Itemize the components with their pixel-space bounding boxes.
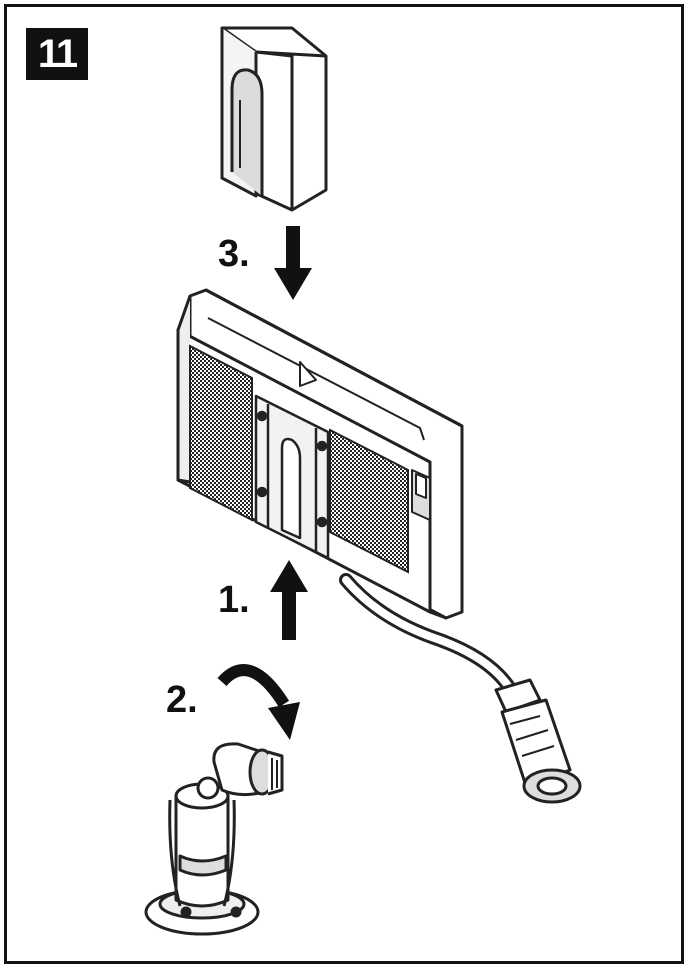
arrow-up-icon — [270, 560, 308, 640]
power-cable — [339, 573, 523, 707]
step-2-label: 2. — [166, 679, 198, 721]
step-number-badge: 11 — [26, 28, 88, 80]
step-3-label: 3. — [218, 233, 250, 275]
suction-mount — [144, 742, 284, 936]
right-vent-grille — [329, 428, 409, 574]
mounting-rail — [254, 394, 330, 560]
step-1-label: 1. — [218, 579, 250, 621]
arrow-down-icon — [274, 226, 312, 300]
cable-plug — [494, 678, 582, 804]
cover-cap — [220, 26, 328, 212]
rotate-arrow-icon — [217, 664, 300, 740]
left-vent-grille — [189, 344, 253, 522]
